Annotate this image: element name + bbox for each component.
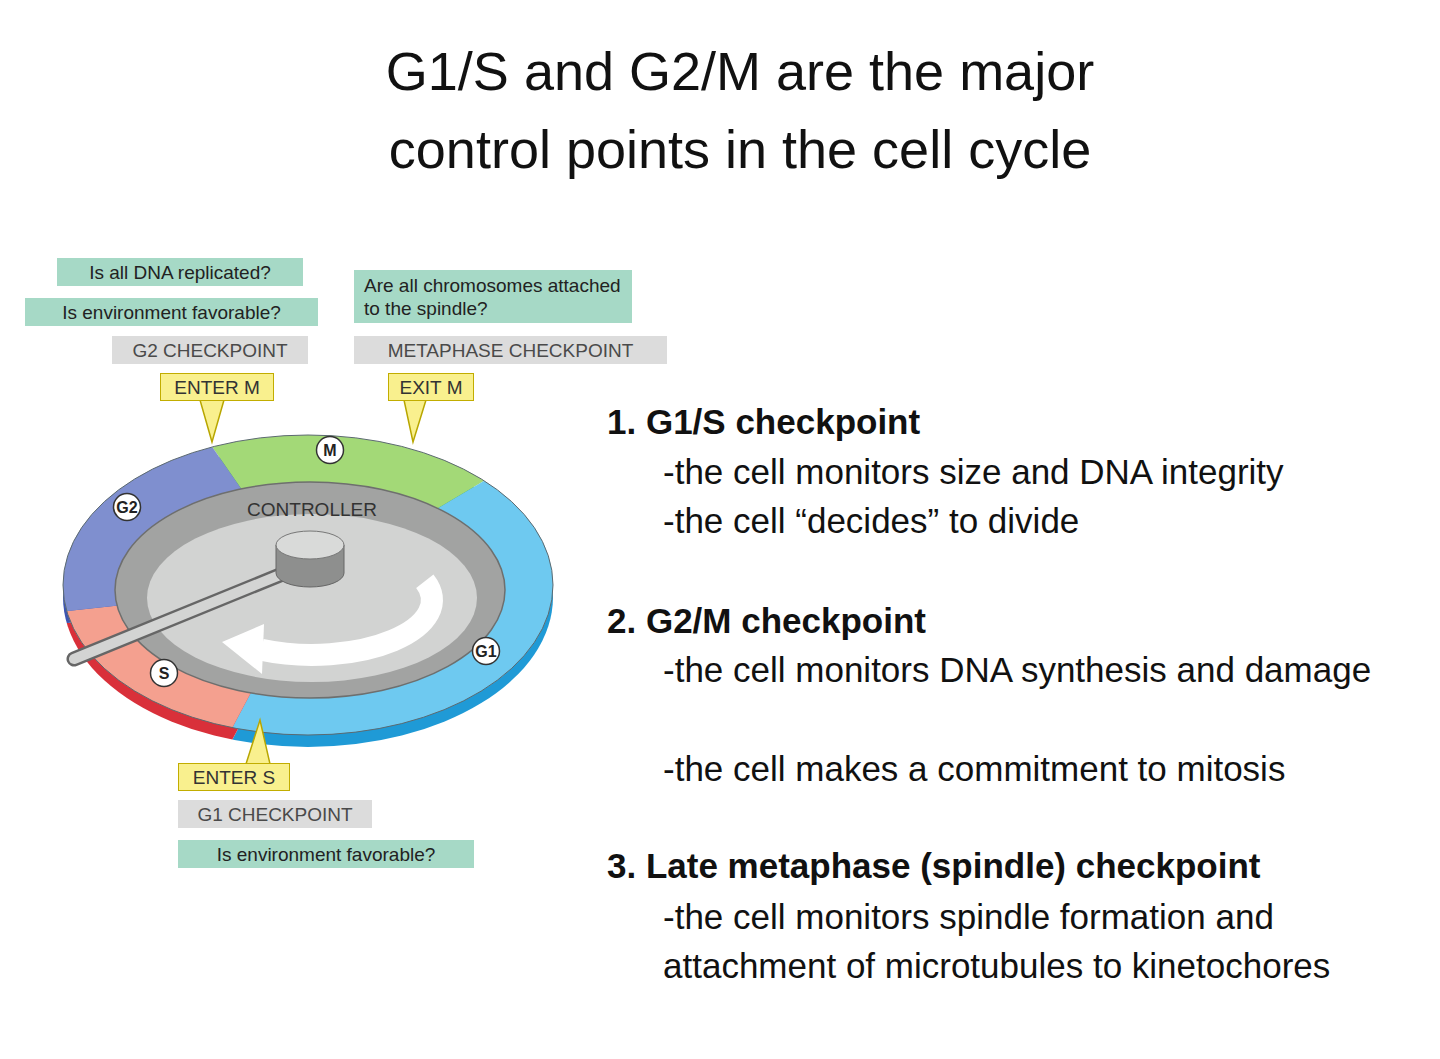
phase-circle: G2 [112,492,142,522]
box-text: G2 CHECKPOINT [132,339,287,362]
question-box: Is all DNA replicated? [57,258,303,286]
controller-face [147,514,477,682]
phase-letter: S [159,662,170,685]
checkpoint-heading: 2. G2/M checkpoint [607,596,1427,645]
box-text: EXIT M [400,376,463,399]
checkpoint-heading: 1. G1/S checkpoint [607,397,1427,446]
phase-letter: M [323,439,336,462]
controller-label: CONTROLLER [232,498,392,521]
phase-circle-shape [114,494,141,521]
slide-title: G1/S and G2/M are the major control poin… [310,32,1170,188]
checkpoint-heading: 3. Late metaphase (spindle) checkpoint [607,841,1427,890]
box-text: Is all DNA replicated? [89,261,271,284]
controller-arm-edge [74,566,302,659]
phase-circle: M [315,435,345,465]
checkpoint-note: -the cell monitors size and DNA integrit… [663,447,1385,496]
checkpoint-box: G2 CHECKPOINT [112,336,308,364]
box-text: ENTER M [174,376,260,399]
checkpoint-box: G1 CHECKPOINT [178,800,372,828]
controller-ring [115,482,505,698]
box-text: Is environment favorable? [62,301,281,324]
callout-pointer [404,400,426,442]
phase-circle-shape [151,660,178,687]
question-box: Is environment favorable? [178,840,474,868]
question-box: Is environment favorable? [25,298,318,326]
controller-hub-top [276,531,344,559]
checkpoint-note: -the cell makes a commitment to mitosis [663,744,1385,793]
question-box: Are all chromosomes attached to the spin… [354,270,632,323]
phase-letter: G1 [475,640,496,663]
box-text: Are all chromosomes attached to the spin… [364,274,622,320]
phase-circle-shape [473,638,500,665]
checkpoint-note: -the cell monitors spindle formation and… [663,892,1385,990]
box-text: ENTER S [193,766,275,789]
cycle-arrow [261,581,432,655]
checkpoint-note: -the cell “decides” to divide [663,496,1385,545]
box-text: G1 CHECKPOINT [197,803,352,826]
box-text: Is environment favorable? [217,843,436,866]
phase-circle: G1 [471,636,501,666]
checkpoint-note: -the cell monitors DNA synthesis and dam… [663,645,1385,694]
box-text: METAPHASE CHECKPOINT [388,339,634,362]
wheel-outline [63,435,553,735]
phase-circle: S [149,658,179,688]
callout-pointer [246,720,270,764]
transition-callout: ENTER S [178,763,290,791]
controller-arm [74,566,302,659]
phase-circle-shape [317,437,344,464]
transition-callout: EXIT M [388,373,474,401]
callout-pointer [200,400,224,442]
transition-callout: ENTER M [160,373,274,401]
checkpoint-box: METAPHASE CHECKPOINT [354,336,667,364]
phase-letter: G2 [116,496,137,519]
cycle-arrowhead [222,624,264,674]
